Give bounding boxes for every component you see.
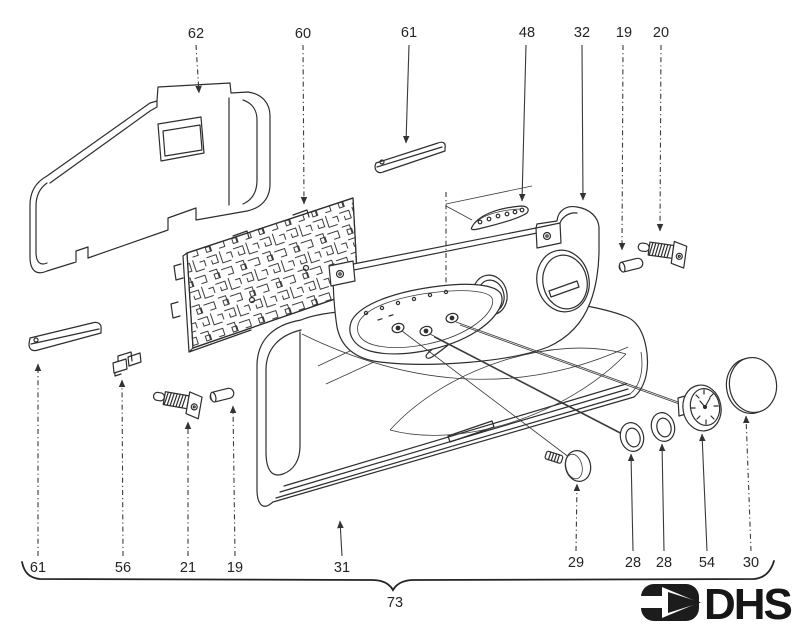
part-label-61-bottom: 61 bbox=[30, 560, 46, 576]
part-19-pin-right-art bbox=[618, 257, 644, 273]
part-label-28-front: 28 bbox=[625, 555, 641, 571]
dhs-logo: DHS bbox=[641, 580, 794, 624]
part-28-ring-rear-art bbox=[650, 412, 676, 442]
part-label-19-top: 19 bbox=[616, 25, 632, 41]
part-label-28-rear: 28 bbox=[656, 555, 672, 571]
part-32-control-console-art bbox=[328, 205, 600, 365]
group-label-73: 73 bbox=[387, 595, 403, 611]
part-54-timer-dial-art bbox=[677, 384, 722, 432]
arrow-right-icon bbox=[641, 584, 701, 621]
knob-axis-lines bbox=[401, 321, 697, 459]
part-48-curved-strip-art bbox=[470, 205, 529, 231]
part-label-32: 32 bbox=[574, 25, 590, 41]
part-19-pin-left-art bbox=[209, 387, 235, 403]
part-62-outer-panel-art bbox=[29, 82, 271, 274]
part-label-30: 30 bbox=[743, 555, 759, 571]
part-label-61-top: 61 bbox=[401, 25, 417, 41]
part-label-48: 48 bbox=[519, 25, 535, 41]
part-21-spring-catch-art bbox=[152, 391, 203, 420]
callout-labels: 62 60 61 48 32 19 20 61 56 21 19 31 29 2… bbox=[30, 25, 759, 576]
part-30-cover-disc-art bbox=[725, 356, 778, 415]
dhs-logo-text: DHS bbox=[704, 580, 792, 624]
part-label-54: 54 bbox=[699, 555, 715, 571]
part-label-62: 62 bbox=[188, 26, 204, 42]
part-label-56: 56 bbox=[115, 560, 131, 576]
part-label-19-bottom: 19 bbox=[227, 560, 243, 576]
part-label-29: 29 bbox=[568, 555, 584, 571]
part-29-knob-with-screw-art bbox=[544, 450, 592, 482]
part-label-21: 21 bbox=[180, 560, 196, 576]
part-label-20: 20 bbox=[653, 25, 669, 41]
part-label-31: 31 bbox=[334, 560, 350, 576]
callout-leader-lines bbox=[34, 44, 752, 557]
part-28-ring-front-art bbox=[619, 422, 645, 452]
part-61-trim-bar-top-art bbox=[374, 141, 446, 174]
part-label-60: 60 bbox=[295, 26, 311, 42]
part-20-spring-catch-art bbox=[637, 240, 688, 269]
part-56-clip-art bbox=[112, 351, 142, 377]
assembly-group-brace: 73 bbox=[21, 560, 775, 611]
part-61-trim-bar-left-art bbox=[28, 321, 102, 352]
